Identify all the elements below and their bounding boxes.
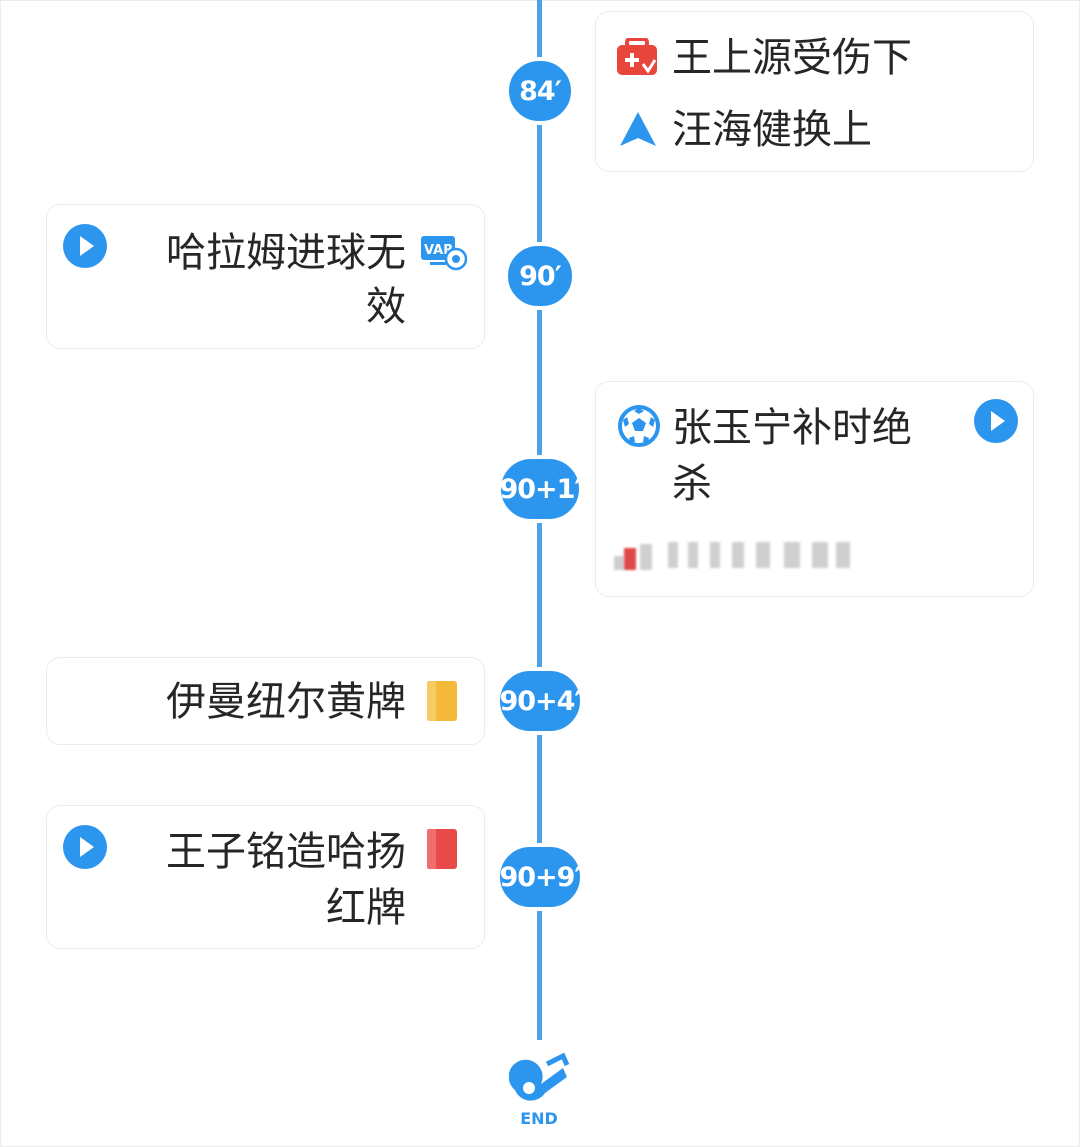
injury-icon xyxy=(617,38,657,75)
event-text-line2: 效 xyxy=(366,284,406,330)
yellow-card-icon xyxy=(427,681,457,721)
event-card-90-4[interactable]: 伊曼纽尔黄牌 xyxy=(46,657,485,745)
time-badge-90: 90′ xyxy=(504,242,576,310)
event-text-substitution: 汪海健换上 xyxy=(672,107,872,153)
event-card-90-1[interactable]: 张玉宁补时绝 杀 xyxy=(595,381,1034,597)
time-badge-90-1: 90+1′ xyxy=(497,455,583,523)
red-card-icon xyxy=(427,829,457,869)
event-card-90[interactable]: 哈拉姆进球无 效 VAR xyxy=(46,204,485,349)
time-badge-90-9: 90+9′ xyxy=(496,843,584,911)
event-text-line1: 伊曼纽尔黄牌 xyxy=(166,679,406,725)
event-text-injury: 王上源受伤下 xyxy=(672,35,912,81)
event-text-line1: 王子铭造哈扬 xyxy=(166,829,406,875)
event-text-line1: 哈拉姆进球无 xyxy=(166,230,406,276)
event-card-84[interactable]: 王上源受伤下 汪海健换上 xyxy=(595,11,1034,172)
play-video-button[interactable] xyxy=(974,399,1018,443)
goal-ball-icon xyxy=(618,405,660,447)
var-icon: VAR xyxy=(421,236,468,271)
play-video-button[interactable] xyxy=(63,825,107,869)
play-video-button[interactable] xyxy=(63,224,107,268)
event-card-90-9[interactable]: 王子铭造哈扬 红牌 xyxy=(46,805,485,949)
end-label: END xyxy=(520,1109,558,1128)
blurred-watermark xyxy=(614,538,854,572)
whistle-icon xyxy=(509,1052,570,1101)
event-text-line2: 红牌 xyxy=(326,885,406,931)
substitution-in-icon xyxy=(620,112,656,146)
time-badge-84: 84′ xyxy=(505,57,575,125)
event-text-line2: 杀 xyxy=(672,461,712,507)
time-badge-90-4: 90+4′ xyxy=(496,667,584,735)
event-text-line1: 张玉宁补时绝 xyxy=(672,405,912,451)
